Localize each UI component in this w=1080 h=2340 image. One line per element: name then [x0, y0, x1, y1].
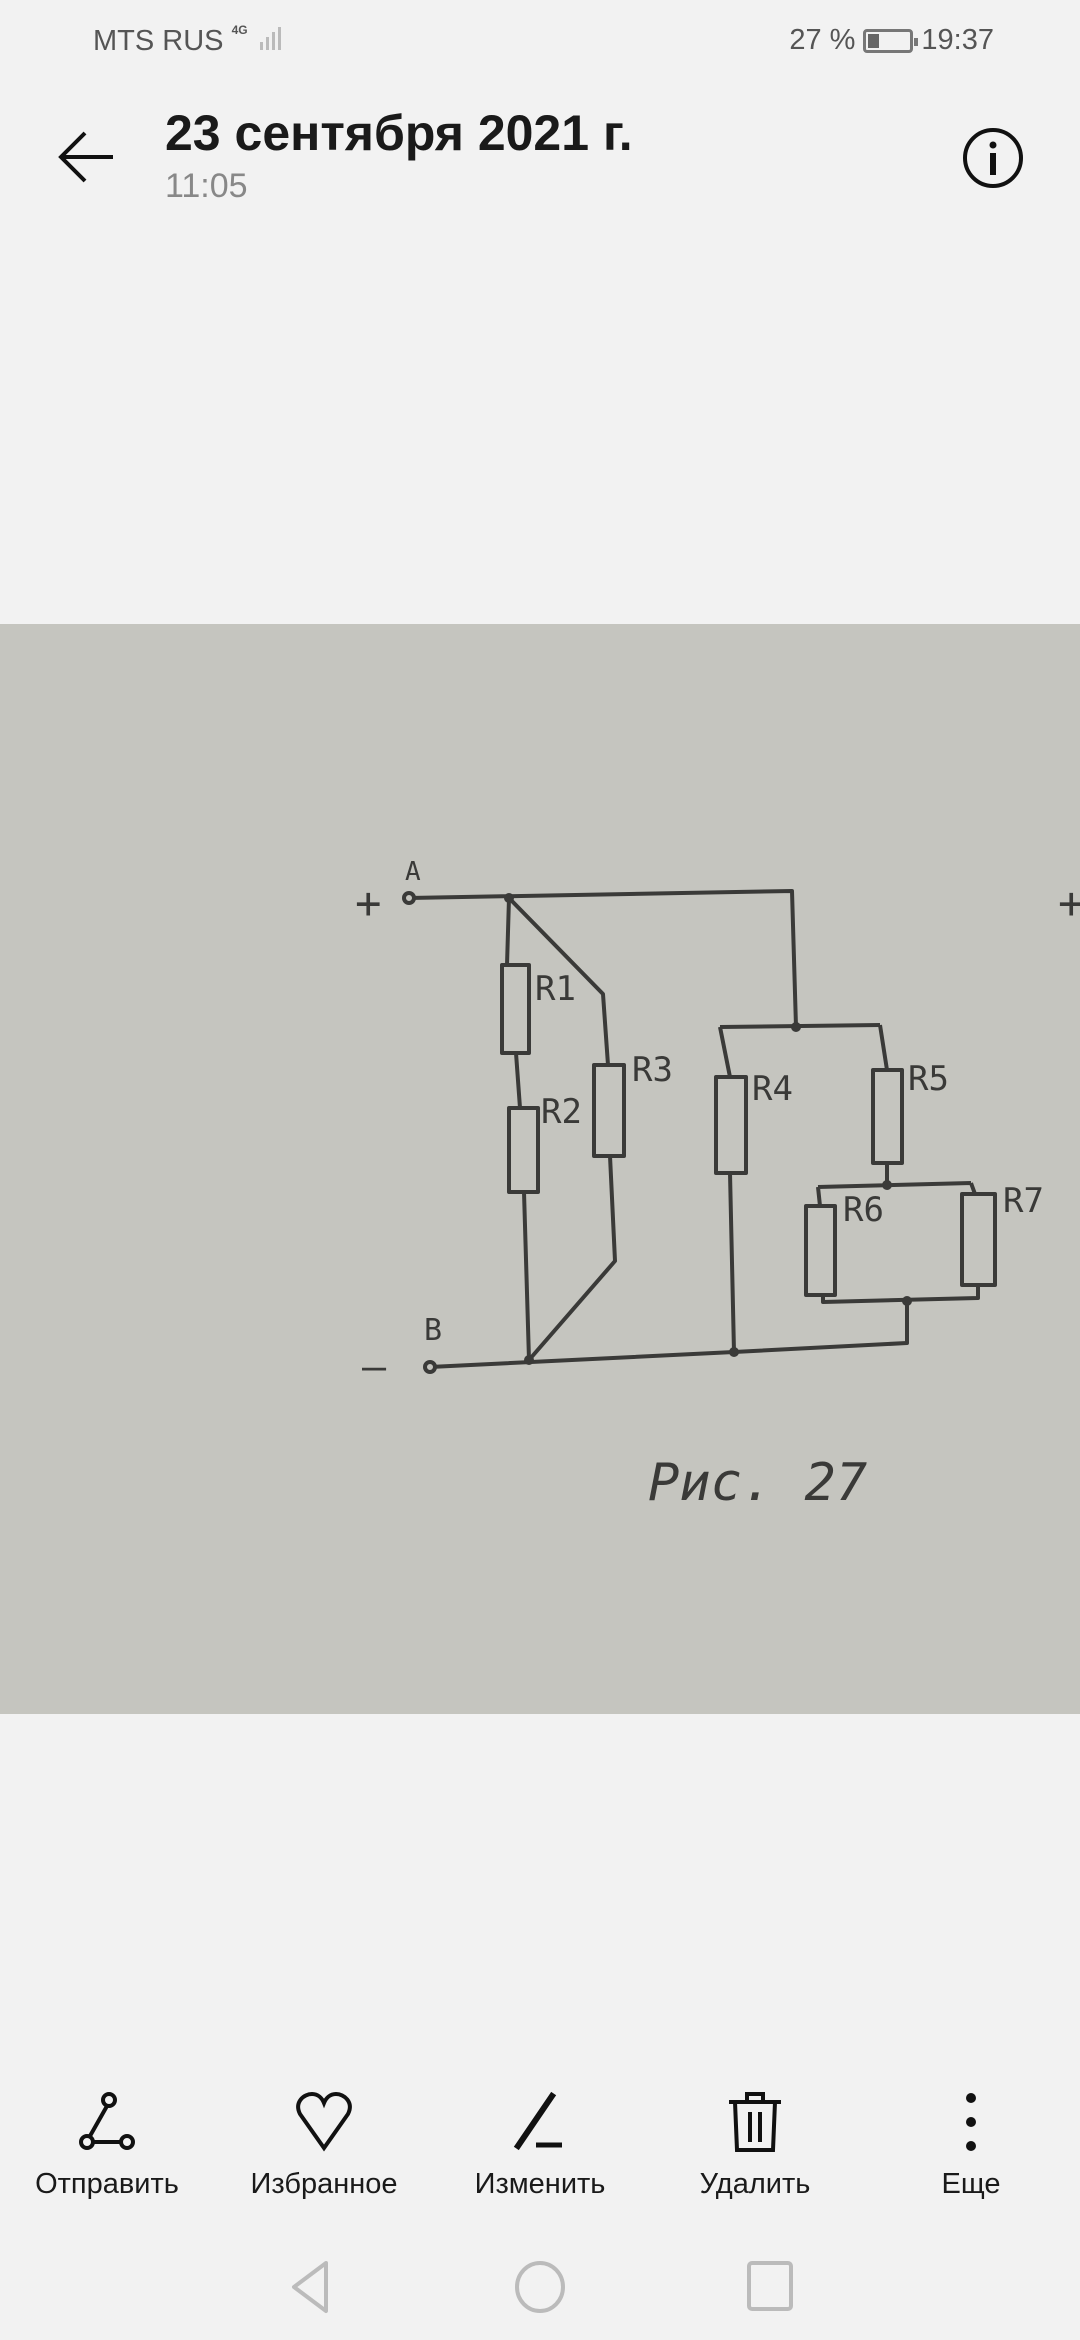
back-arrow-icon [58, 131, 113, 183]
page-title: 23 сентября 2021 г. [165, 105, 633, 161]
delete-button[interactable]: Удалить [655, 2090, 855, 2201]
more-icon [966, 2093, 976, 2151]
wire-top [408, 889, 798, 1028]
terminal-b [423, 1360, 437, 1374]
node [524, 1355, 534, 1365]
share-icon [79, 2092, 135, 2150]
carrier-name: MTS RUS [93, 25, 224, 57]
info-icon [963, 128, 1023, 188]
resistor-r6 [804, 1204, 837, 1297]
nav-home-button[interactable] [512, 2255, 568, 2324]
nav-home-icon [515, 2261, 565, 2313]
minus-label: — [362, 1344, 387, 1390]
r5-label: R5 [908, 1059, 949, 1099]
node [882, 1180, 892, 1190]
resistor-r5 [871, 1068, 904, 1165]
r2-label: R2 [541, 1092, 582, 1132]
wire-r3 [507, 896, 617, 1362]
favorite-label: Избранное [250, 2168, 398, 2200]
delete-label: Удалить [699, 2168, 811, 2200]
r4-label: R4 [752, 1069, 793, 1109]
r7-label: R7 [1003, 1181, 1044, 1221]
share-label: Отправить [35, 2168, 179, 2200]
battery-icon [863, 28, 919, 53]
battery-percent: 27 % [789, 24, 856, 56]
favorite-button[interactable]: Избранное [224, 2090, 424, 2201]
edit-label: Изменить [474, 2168, 606, 2200]
more-button[interactable]: Еще [871, 2090, 1071, 2201]
wire-bottom [429, 1305, 909, 1369]
nav-back-icon [292, 2261, 328, 2313]
r3-label: R3 [632, 1050, 673, 1090]
carrier-status: MTS RUS 4G [93, 24, 281, 58]
r6-label: R6 [843, 1190, 884, 1230]
resistor-r1 [500, 963, 531, 1055]
terminal-a [402, 891, 416, 905]
wire-r5-r6-r7 [816, 1024, 980, 1304]
resistor-r2 [507, 1106, 540, 1194]
plus-right-label: + [1058, 878, 1080, 929]
circuit-diagram-photo: + — A B + R1 R2 R3 R4 R5 R6 R7 Рис. 27 [355, 857, 1080, 1513]
node [902, 1296, 912, 1306]
status-right: 27 % 19:37 [789, 24, 994, 57]
node [504, 893, 514, 903]
wire-r1-r2 [505, 897, 531, 1361]
photo-time: 11:05 [165, 167, 248, 205]
nav-recents-icon [747, 2261, 793, 2311]
node [791, 1022, 801, 1032]
share-button[interactable]: Отправить [7, 2090, 207, 2201]
figure-caption: Рис. 27 [648, 1453, 867, 1513]
heart-icon [296, 2091, 352, 2152]
nav-back-button[interactable] [282, 2255, 338, 2324]
terminal-a-label: A [405, 857, 421, 887]
plus-label: + [355, 878, 382, 929]
clock: 19:37 [921, 24, 994, 56]
terminal-b-label: B [424, 1313, 442, 1348]
network-type: 4G [231, 23, 248, 37]
resistor-r4 [714, 1075, 748, 1175]
trash-icon [729, 2092, 781, 2152]
edit-icon [513, 2091, 562, 2151]
resistor-r3 [592, 1063, 626, 1158]
resistor-r7 [960, 1192, 997, 1287]
info-button[interactable] [961, 126, 1025, 195]
nav-recents-button[interactable] [742, 2255, 798, 2324]
photo-viewer[interactable]: + — A B + R1 R2 R3 R4 R5 R6 R7 Рис. 27 [0, 624, 1080, 1714]
signal-icon [259, 24, 281, 50]
more-label: Еще [941, 2168, 1001, 2200]
r1-label: R1 [535, 969, 576, 1009]
edit-button[interactable]: Изменить [440, 2090, 640, 2201]
node [729, 1347, 739, 1357]
back-button[interactable] [55, 127, 117, 192]
